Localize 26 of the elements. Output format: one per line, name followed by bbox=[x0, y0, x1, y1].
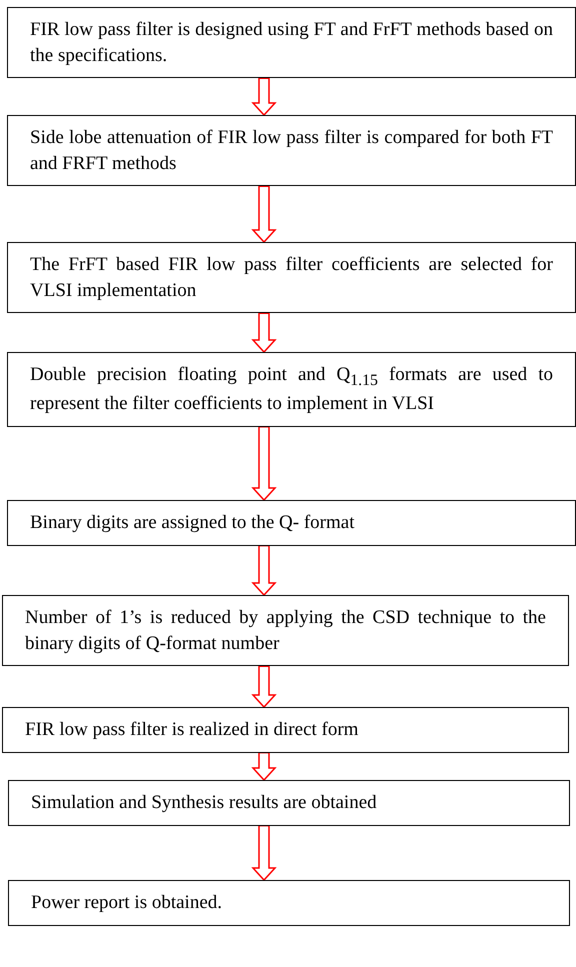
block-arrow bbox=[251, 666, 277, 708]
step-text: The FrFT based FIR low pass filter coefficients are selected for VLSI implementation bbox=[30, 253, 553, 303]
step-text: Binary digits are assigned to the Q- format bbox=[30, 511, 356, 535]
block-arrow bbox=[251, 824, 277, 882]
process-box bbox=[2, 707, 569, 753]
block-arrow bbox=[251, 752, 277, 782]
block-arrow bbox=[251, 426, 277, 502]
step-text: Power report is obtained. bbox=[31, 891, 224, 915]
block-arrow bbox=[251, 78, 277, 116]
process-box bbox=[8, 780, 570, 826]
process-box bbox=[7, 352, 576, 427]
step-text: Double precision floating point and Q$_{1.15}$ formats are used to represent the filter coefficients to implement in VLSI bbox=[30, 363, 553, 416]
step-text: FIR low pass filter is designed using FT and FrFT methods based on the specifications. bbox=[30, 18, 553, 68]
step-text: FIR low pass filter is realized in direct form bbox=[25, 718, 360, 742]
block-arrow bbox=[251, 544, 277, 596]
process-box bbox=[2, 595, 569, 666]
block-arrow bbox=[251, 186, 277, 244]
process-box bbox=[7, 242, 576, 314]
step-text: Simulation and Synthesis results are obtained bbox=[31, 791, 378, 815]
step-text: Number of 1’s is reduced by applying the CSD technique to the binary digits of Q-format number bbox=[25, 606, 546, 656]
process-box bbox=[7, 115, 576, 186]
process-box bbox=[8, 880, 570, 926]
process-box bbox=[7, 7, 576, 78]
block-arrow bbox=[251, 312, 277, 354]
process-box bbox=[7, 500, 576, 546]
step-text: Side lobe attenuation of FIR low pass filter is compared for both FT and FRFT methods bbox=[30, 126, 553, 176]
